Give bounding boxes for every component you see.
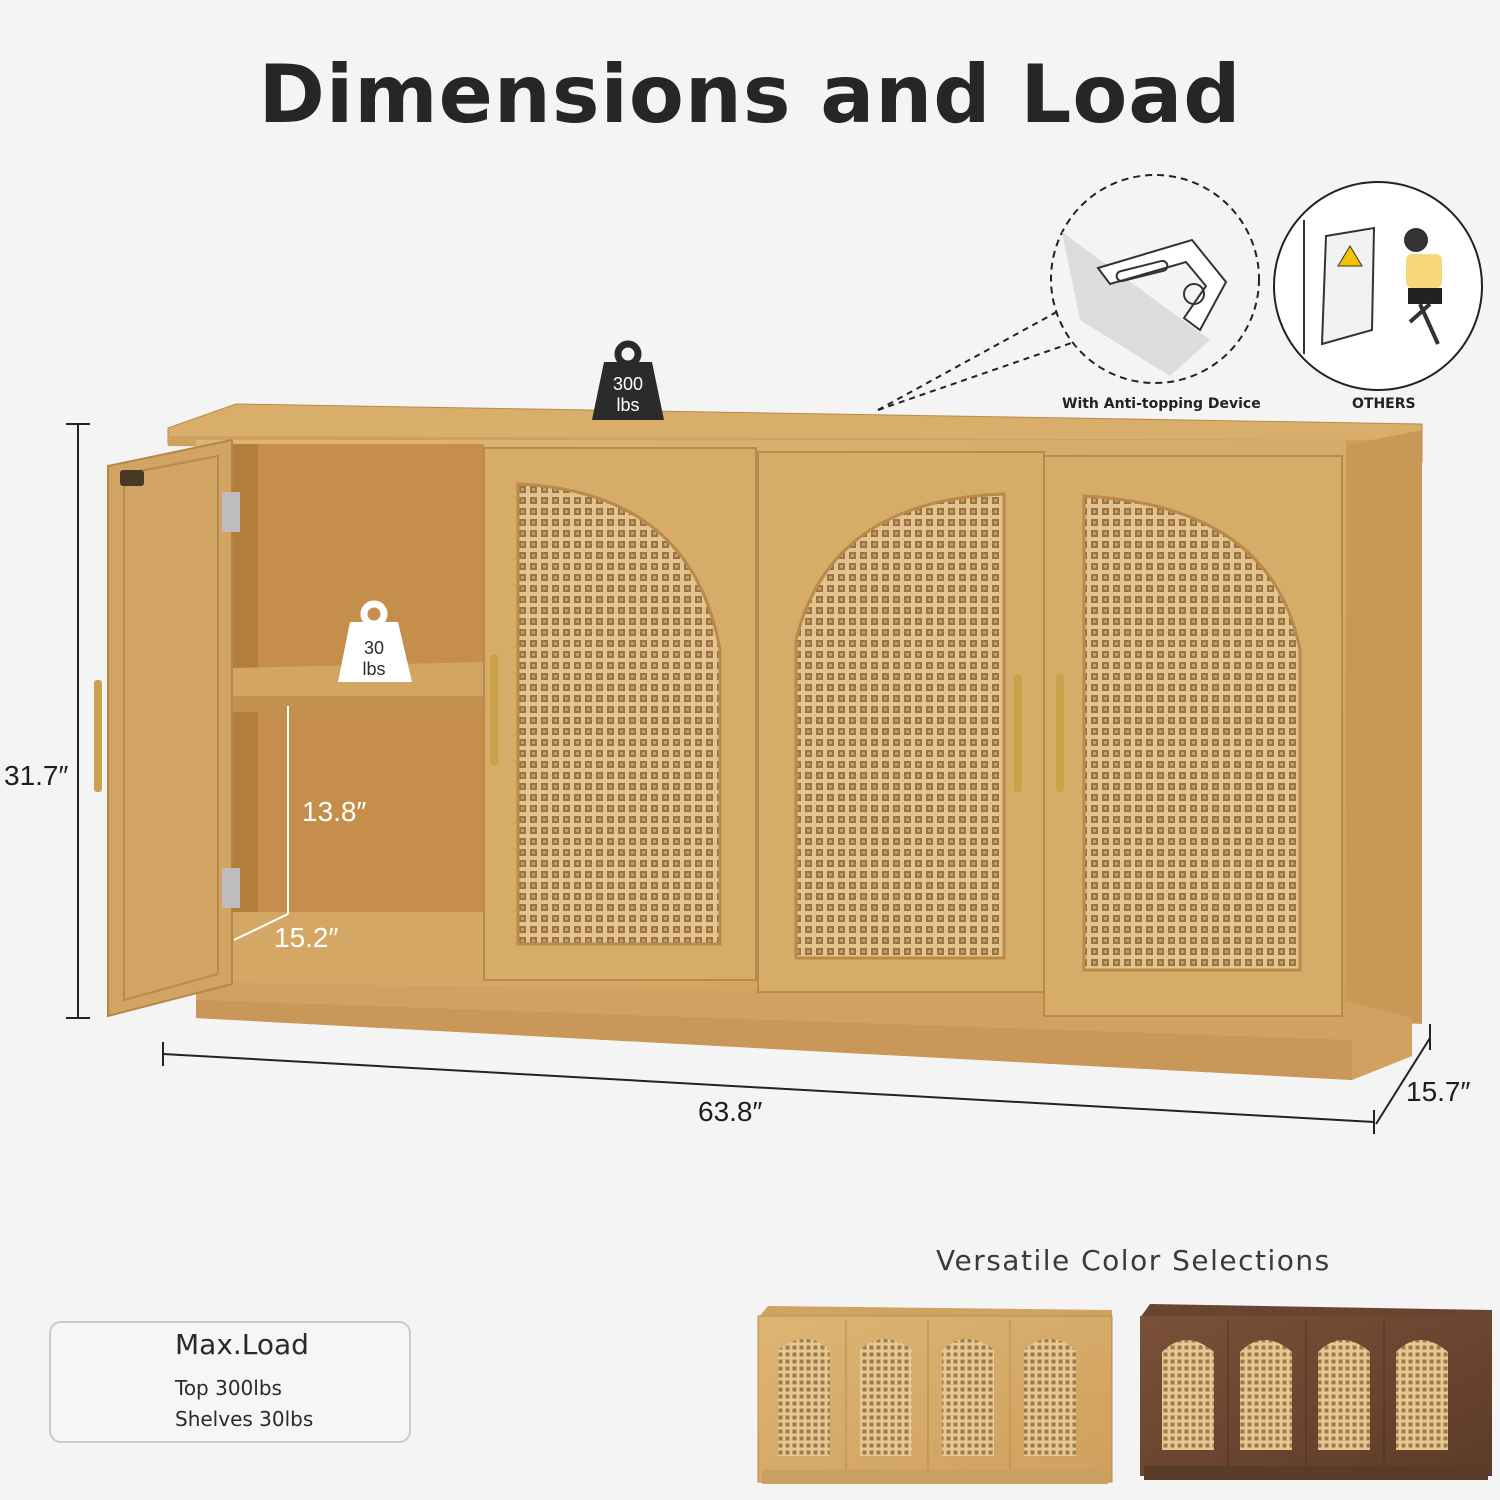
top-weight-value: 300 — [612, 374, 644, 394]
color-selections-title: Versatile Color Selections — [936, 1244, 1331, 1277]
shelf-height-label: 13.8″ — [302, 796, 367, 827]
top-weight-unit: lbs — [616, 395, 640, 415]
shelf-depth-label: 15.2″ — [274, 922, 339, 953]
shelf-dimension-lines — [233, 706, 289, 941]
door-3-handle — [1056, 674, 1064, 792]
max-load-title: Max.Load — [175, 1328, 309, 1361]
others-inset — [1273, 181, 1483, 391]
shelf-weight-label: 30 lbs — [344, 638, 404, 680]
door-handle-open — [94, 680, 102, 792]
anti-tip-inset — [877, 174, 1260, 411]
max-load-shelves: Shelves 30lbs — [175, 1407, 314, 1431]
shelf-weight-value: 30 — [363, 638, 385, 658]
color-option-walnut[interactable] — [1140, 1304, 1492, 1480]
door-latch — [120, 470, 144, 486]
width-dimension-line — [162, 1042, 1375, 1134]
anti-tip-caption: With Anti-topping Device — [1062, 396, 1261, 412]
height-dimension-line — [66, 423, 90, 1019]
door-2-handle — [1014, 674, 1022, 792]
max-load-top: Top 300lbs — [175, 1376, 282, 1400]
top-weight-label: 300 lbs — [598, 374, 658, 416]
weight-icon-top — [592, 340, 664, 420]
max-load-card — [49, 1321, 411, 1443]
depth-dimension-line — [1375, 1024, 1431, 1125]
weight-icon-shelf — [338, 600, 412, 682]
height-label: 31.7″ — [4, 760, 69, 791]
color-option-natural-oak[interactable] — [757, 1306, 1113, 1484]
door-1-handle — [490, 654, 498, 766]
depth-label: 15.7″ — [1406, 1076, 1471, 1107]
width-label: 63.8″ — [698, 1096, 763, 1127]
others-caption: OTHERS — [1352, 396, 1416, 412]
open-left-door — [107, 438, 233, 1018]
shelf-weight-unit: lbs — [362, 659, 386, 679]
open-compartment — [232, 444, 484, 984]
cabinet-side-panel — [1342, 430, 1422, 1024]
page-title: Dimensions and Load — [258, 48, 1242, 141]
